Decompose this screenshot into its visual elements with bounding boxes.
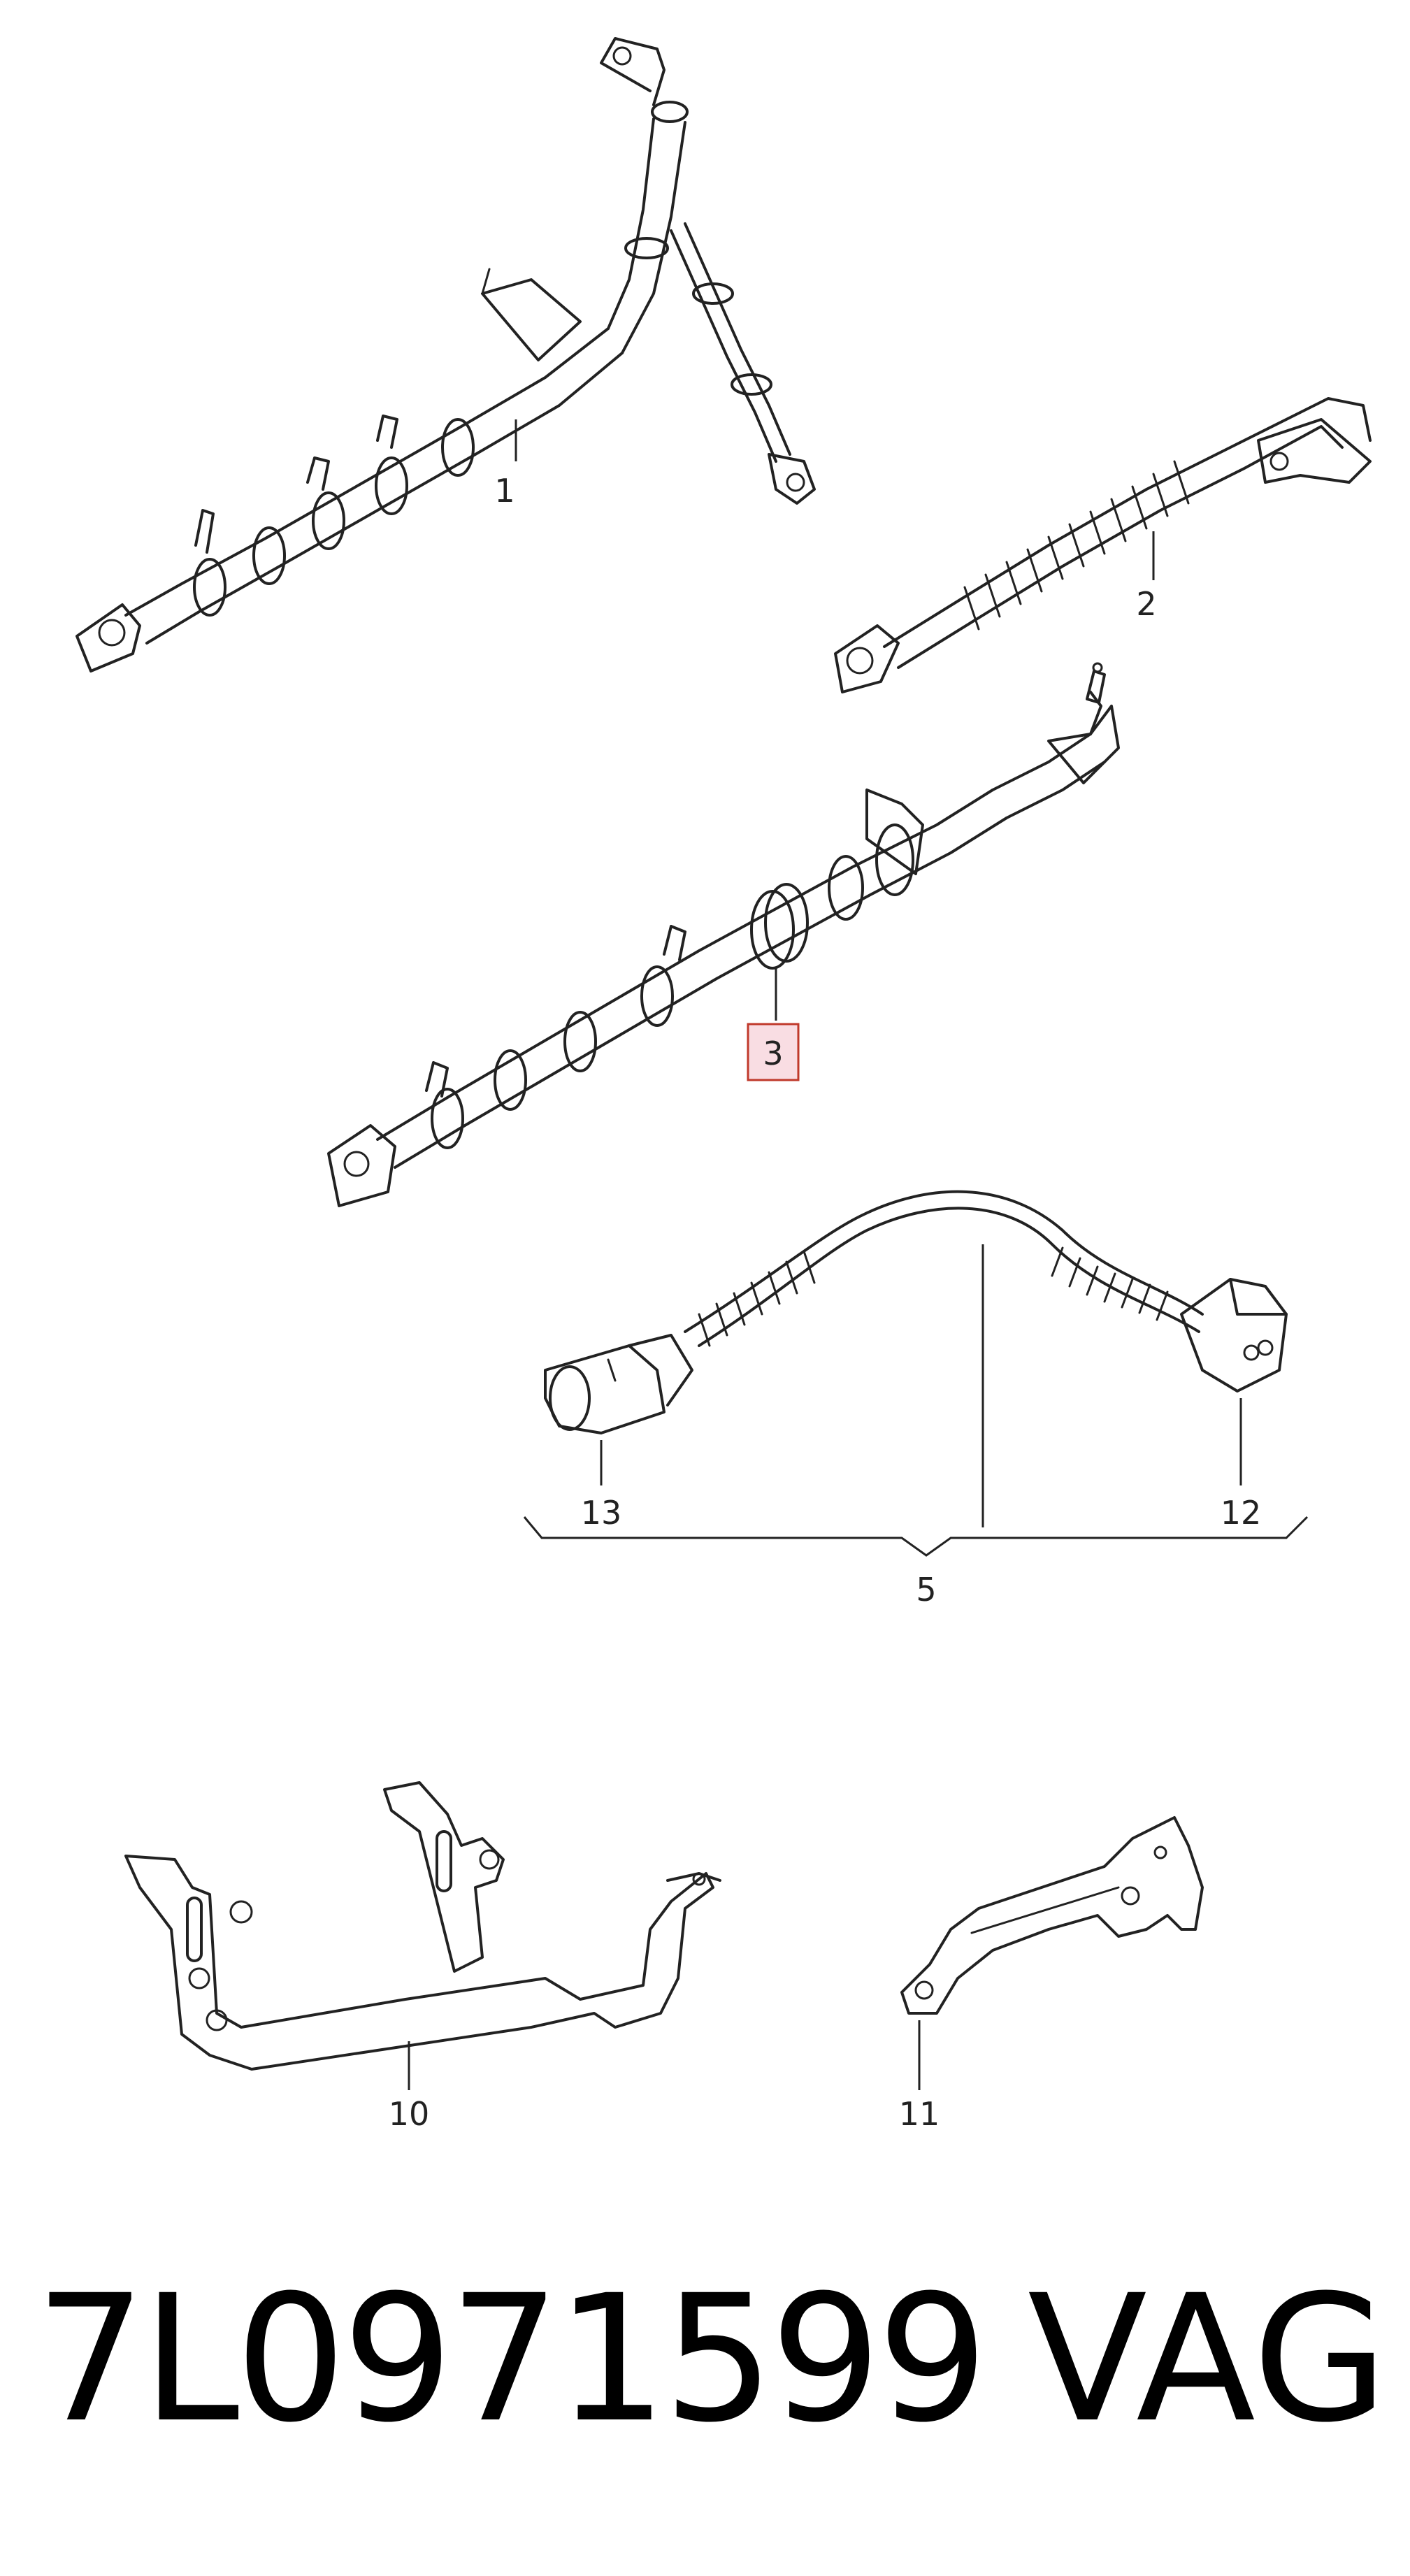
callout-11[interactable]: 11 xyxy=(899,2095,940,2133)
callout-3[interactable]: 3 xyxy=(763,1035,783,1072)
callout-3-highlight xyxy=(747,1023,800,1081)
callout-2[interactable]: 2 xyxy=(1136,585,1156,623)
part-1-wiring-harness[interactable] xyxy=(75,37,816,672)
callout-12[interactable]: 12 xyxy=(1221,1494,1262,1532)
part-number: 7L0971599 xyxy=(35,2257,988,2461)
part-10-bracket[interactable] xyxy=(124,1781,721,2090)
part-11-bracket[interactable] xyxy=(900,1816,1204,2090)
callout-5[interactable]: 5 xyxy=(916,1571,936,1609)
callout-10[interactable]: 10 xyxy=(389,2095,430,2133)
part-3-wiring-harness[interactable] xyxy=(327,662,1120,1207)
callout-1[interactable]: 1 xyxy=(494,472,515,510)
part-2-battery-cable[interactable] xyxy=(834,397,1372,693)
part-5-sensor-cable[interactable] xyxy=(523,1190,1309,1557)
callout-13[interactable]: 13 xyxy=(581,1494,622,1532)
brand-label: VAG xyxy=(1028,2257,1388,2461)
